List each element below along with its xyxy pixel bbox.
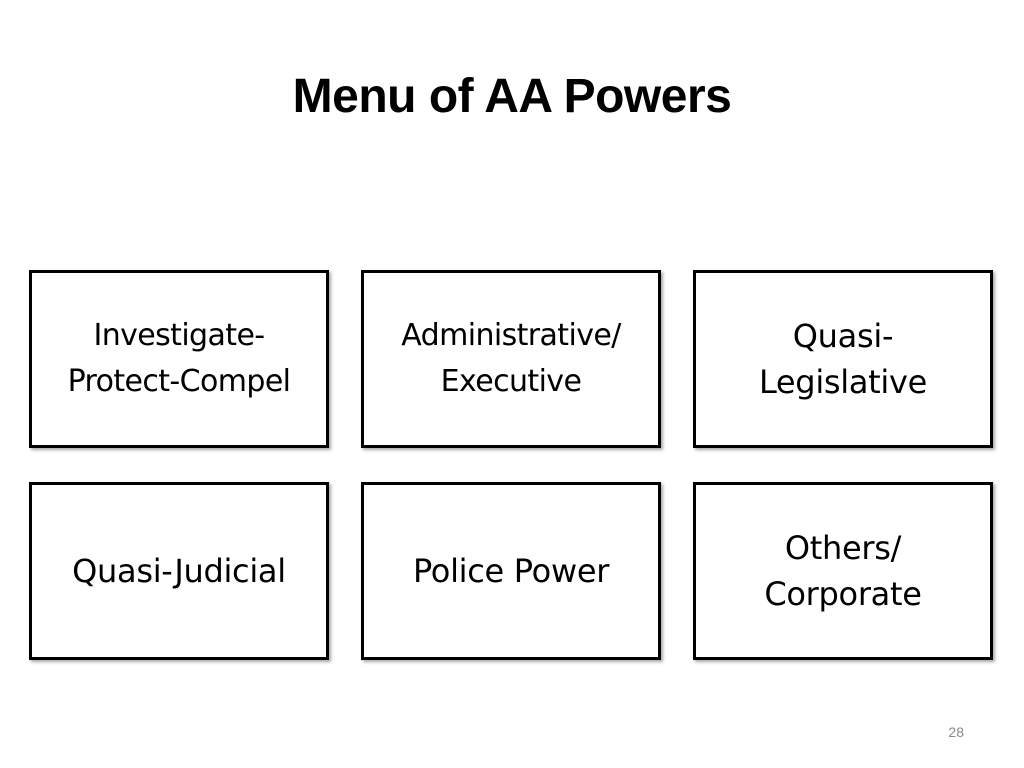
card-label: Others/ Corporate <box>764 529 922 613</box>
card-label: Quasi-Judicial <box>72 552 286 590</box>
card-quasi-legislative[interactable]: Quasi- Legislative <box>693 270 993 448</box>
card-label: Investigate- Protect-Compel <box>67 318 291 399</box>
card-label: Administrative/ Executive <box>401 318 621 399</box>
card-others-corporate[interactable]: Others/ Corporate <box>693 482 993 660</box>
card-label: Quasi- Legislative <box>758 317 928 401</box>
card-investigate-protect-compel[interactable]: Investigate- Protect-Compel <box>29 270 329 448</box>
page-number: 28 <box>948 724 964 740</box>
card-label: Police Power <box>412 552 610 590</box>
card-quasi-judicial[interactable]: Quasi-Judicial <box>29 482 329 660</box>
card-police-power[interactable]: Police Power <box>361 482 661 660</box>
card-administrative-executive[interactable]: Administrative/ Executive <box>361 270 661 448</box>
slide-title: Menu of AA Powers <box>292 70 732 123</box>
